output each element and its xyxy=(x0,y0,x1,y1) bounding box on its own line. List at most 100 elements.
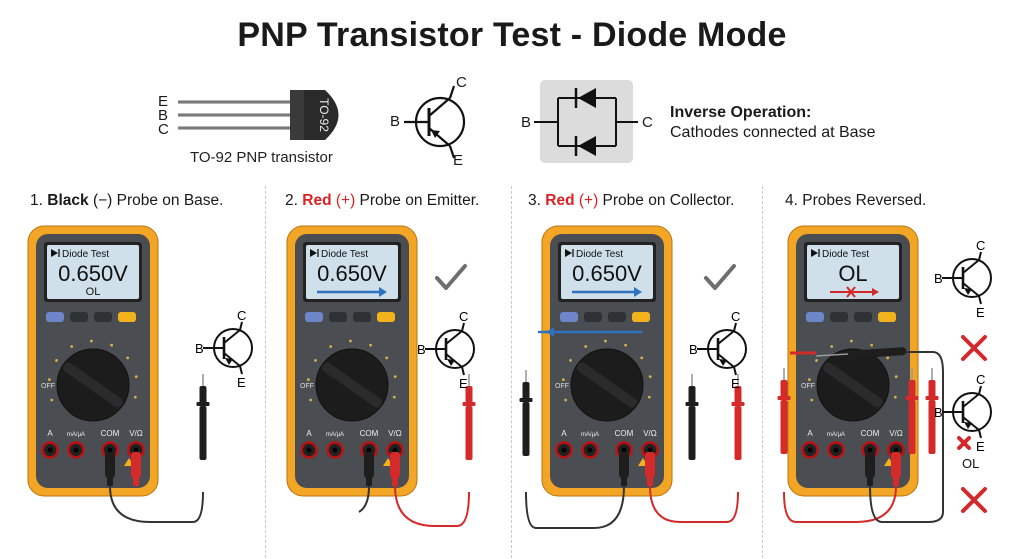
to92-lead-label-e: E xyxy=(158,93,169,110)
step-3-function-button-3 xyxy=(608,312,626,322)
step-2-function-button-1 xyxy=(305,312,323,322)
step-3-red-probe-guard xyxy=(731,402,745,406)
step-1-dial-tick-3 xyxy=(55,358,58,362)
step-3-pnp-symbol-emitter-ext xyxy=(733,366,737,376)
step-4-red-probe-guard xyxy=(777,396,791,400)
step-1-title: 1. Black (−) Probe on Base. xyxy=(30,192,223,210)
step-2-jack-label-1: A xyxy=(306,429,312,438)
step-1-jack-hole-2 xyxy=(73,447,79,453)
step-4-cross-icon-top xyxy=(961,335,987,361)
step-3-dial-tick-5 xyxy=(604,339,607,343)
page-title: PNP Transistor Test - Diode Mode xyxy=(237,16,787,54)
step-2-check-icon xyxy=(435,264,467,290)
step-4-pnp-symbol-top-emitter-ext xyxy=(978,295,982,305)
step-1-jack-label-2: mA/µA xyxy=(67,432,85,438)
step-4-title: 4. Probes Reversed. xyxy=(785,192,926,210)
step-4-black-probe-tip xyxy=(815,353,849,357)
diode-model-pin-b: B xyxy=(521,114,532,131)
step-2-jack-hole-3 xyxy=(366,447,372,453)
divider-3 xyxy=(762,186,763,558)
step-1-strong: Black xyxy=(47,192,89,209)
step-3-aux-black-probe-guard xyxy=(685,402,699,406)
step-3-diode-mode-icon xyxy=(565,249,572,257)
step-3-pnp-symbol-label-c: C xyxy=(731,309,740,324)
step-3-function-button-1 xyxy=(560,312,578,322)
step-3-black-probe-guard xyxy=(519,398,533,402)
step-4-lcd-x-b xyxy=(846,286,856,298)
step-4-jack-label-4: V/Ω xyxy=(889,429,903,438)
step-1-mode-label: Diode Test xyxy=(62,249,109,260)
to92-body-label: TO-92 xyxy=(317,98,331,132)
step-3-black-probe-grip xyxy=(522,382,530,400)
step-3-rest: Probe on Collector. xyxy=(602,192,735,209)
step-3-check-icon xyxy=(704,264,736,290)
step-3-v-plug-body xyxy=(645,452,655,478)
step-4-cross-icon-top-stroke-b xyxy=(961,335,987,361)
pnp-pin-e: E xyxy=(453,152,464,169)
step-4-cross-icon-bottom xyxy=(961,487,987,513)
inverse-operation-heading: Inverse Operation: xyxy=(670,104,812,121)
step-4-lcd-mode: Diode Test xyxy=(811,249,869,260)
step-1-dial-tick-6 xyxy=(110,343,113,347)
step-1-off-label: OFF xyxy=(41,383,55,390)
step-3-title: 3. Red (+) Probe on Collector. xyxy=(528,192,734,210)
step-3-com-plug-boot xyxy=(621,478,627,486)
step-1-lcd-mode: Diode Test xyxy=(51,249,109,260)
step-2-sign: (+) xyxy=(335,192,356,209)
step-3-number: 3. xyxy=(528,192,541,209)
step-4-pnp-symbol-bottom-collector-ext xyxy=(978,385,982,395)
step-4-mode-label: Diode Test xyxy=(822,249,869,260)
step-3-dial-tick-6 xyxy=(624,343,627,347)
step-3-dial-knob xyxy=(577,362,637,408)
step-4-function-button-3 xyxy=(854,312,872,322)
step-1-lcd xyxy=(47,245,139,299)
step-2-rest: Probe on Emitter. xyxy=(359,192,480,209)
step-4-dial-tick-3 xyxy=(815,358,818,362)
step-2-pnp-symbol-collector-lead xyxy=(445,330,463,345)
step-1-jack-label-4: V/Ω xyxy=(129,429,143,438)
step-2-red-cable xyxy=(394,485,470,527)
step-4-dial-tick-9 xyxy=(893,395,897,399)
step-2-black-cable xyxy=(358,485,370,513)
step-1-black-probe-grip xyxy=(199,386,207,404)
step-3-pnp-symbol-label-b: B xyxy=(689,342,698,357)
step-1-jack-hole-3 xyxy=(107,447,113,453)
step-2-mode-label: Diode Test xyxy=(321,249,368,260)
step-3-function-button-2 xyxy=(584,312,602,322)
step-3-jack-hole-2 xyxy=(587,447,593,453)
step-2-dial-tick-8 xyxy=(393,375,397,379)
step-3-red-probe-handle xyxy=(734,406,742,460)
step-3-jack-hole-4 xyxy=(647,447,653,453)
step-2-pnp-symbol-label-c: C xyxy=(459,309,468,324)
pnp-pin-c: C xyxy=(456,74,467,91)
step-4-com-plug-boot xyxy=(867,478,873,486)
step-4-red-probe-2 xyxy=(905,368,919,454)
step-1-v-plug-body xyxy=(131,452,141,478)
step-2-v-plug xyxy=(390,452,400,486)
step-4-red-probe-grip xyxy=(780,380,788,398)
step-2-dial-tick-5 xyxy=(349,339,352,343)
step-2-v-plug-boot xyxy=(392,478,398,486)
step-4-v-plug-body xyxy=(891,452,901,478)
step-1-dial-tick-1 xyxy=(50,398,54,402)
step-4-dial-tick-1 xyxy=(810,398,814,402)
step-3-sign: (+) xyxy=(578,192,599,209)
step-3-jack-hole-3 xyxy=(621,447,627,453)
step-2-dial-tick-7 xyxy=(385,356,389,360)
step-4-lcd-reading: OL xyxy=(838,261,867,286)
step-1-lcd-reading: 0.650V xyxy=(58,261,128,286)
step-4-jack-hole-2 xyxy=(833,447,839,453)
step-1-v-plug xyxy=(131,452,141,486)
diode-model-drawing xyxy=(534,88,638,156)
step-4-red-probe-3 xyxy=(925,368,939,454)
step-4-pnp-symbol-top-label-b: B xyxy=(934,271,943,286)
step-1-pnp-symbol-label-c: C xyxy=(237,308,246,323)
to92-lead-label-b: B xyxy=(158,107,169,124)
step-4-pnp-symbol-bottom-collector-lead xyxy=(962,393,980,408)
step-2-jack-hole-1 xyxy=(306,447,312,453)
